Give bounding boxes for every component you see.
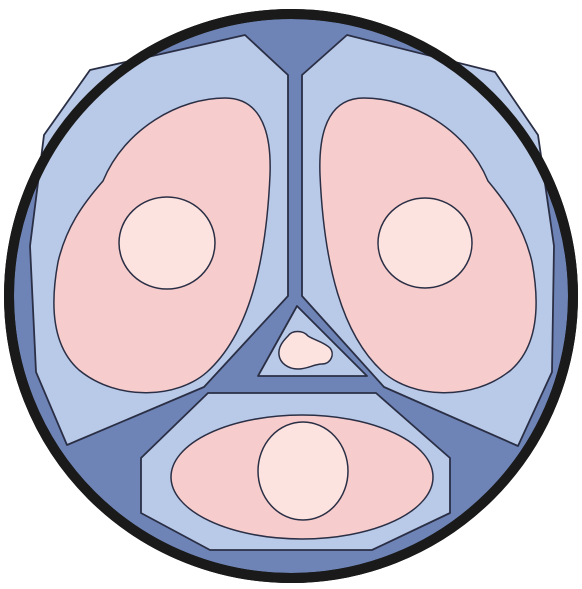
left-inner-circle (119, 197, 215, 289)
right-inner-circle (378, 198, 472, 288)
bottom-inner-circle (258, 422, 348, 520)
